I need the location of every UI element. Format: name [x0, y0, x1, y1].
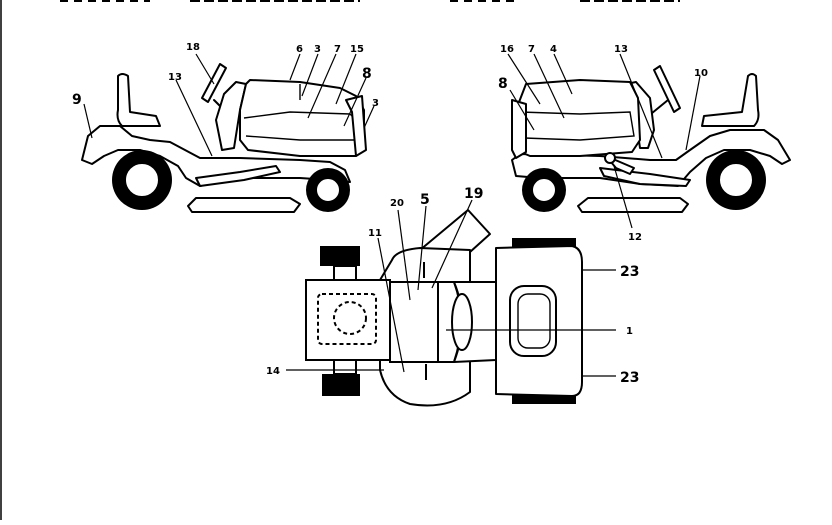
callout-3b: 3	[372, 98, 379, 109]
discharge-chute	[419, 209, 491, 253]
leader-13r	[619, 53, 663, 159]
console-top	[389, 281, 439, 363]
callout-9: 9	[72, 92, 82, 108]
callout-1: 1	[626, 326, 633, 337]
seat-circle-top	[333, 301, 367, 335]
leader-7	[307, 53, 337, 119]
mower-deck-left	[187, 197, 301, 213]
rear-axle-upper	[333, 265, 357, 281]
callout-6: 6	[296, 44, 303, 55]
grille-top	[509, 285, 557, 357]
leader-11	[377, 237, 405, 373]
leader-4	[553, 53, 573, 95]
leader-12	[613, 165, 633, 229]
leader-13	[175, 79, 213, 157]
callout-18: 18	[186, 42, 200, 53]
rear-body-top	[305, 279, 391, 361]
callout-7: 7	[334, 44, 341, 55]
leader-3b	[363, 105, 375, 129]
seat-right	[701, 73, 760, 127]
leader-8r	[509, 89, 535, 131]
callout-3: 3	[314, 44, 321, 55]
front-tire-top-upper	[512, 238, 576, 248]
callout-23b: 23	[620, 370, 639, 386]
leader-3	[301, 53, 319, 97]
running-board-right	[599, 167, 691, 187]
leader-18	[195, 53, 215, 85]
leader-7r	[533, 53, 565, 119]
pedal-knob-right	[604, 152, 616, 164]
leader-19	[431, 199, 473, 289]
left-side-view: 18 6 3 7 15 8 9 13 3	[72, 42, 379, 213]
leader-20	[397, 209, 411, 301]
callout-7r: 7	[528, 44, 535, 55]
callout-14: 14	[266, 366, 280, 377]
rear-tire-top-upper	[320, 246, 360, 266]
front-hub-right	[531, 177, 557, 203]
callout-4: 4	[550, 44, 557, 55]
mower-deck-right	[577, 197, 689, 213]
leader-16	[507, 53, 541, 105]
callout-10: 10	[694, 68, 708, 79]
callout-16: 16	[500, 44, 514, 55]
callout-23a: 23	[620, 264, 639, 280]
grille-inner-top	[517, 293, 551, 349]
seat-outline-top	[317, 293, 377, 345]
leader-15	[335, 53, 357, 105]
callout-19: 19	[464, 186, 483, 202]
top-view: 20 5 19 11 23 1 14 23	[266, 186, 639, 407]
dashboard-left	[215, 81, 247, 151]
callout-15: 15	[350, 44, 364, 55]
steering-wheel-right	[653, 65, 681, 113]
callout-8r: 8	[498, 76, 508, 92]
rear-hub-right	[718, 162, 754, 198]
seat-left	[116, 73, 161, 127]
leader-5	[417, 205, 427, 291]
front-tire-top-lower	[512, 394, 576, 404]
front-hub-left	[315, 177, 341, 203]
callout-8: 8	[362, 66, 372, 82]
callout-13r: 13	[614, 44, 628, 55]
callout-20: 20	[390, 198, 404, 209]
hood-side-panel-right	[519, 111, 635, 141]
leader-6	[289, 53, 301, 81]
callout-5: 5	[420, 192, 430, 208]
rear-tire-top-lower	[322, 374, 360, 396]
leader-10	[685, 75, 701, 151]
callout-13: 13	[168, 72, 182, 83]
rear-hub-left	[124, 162, 160, 198]
running-board-left	[195, 165, 281, 187]
hood-left	[239, 79, 365, 157]
callout-12: 12	[628, 232, 642, 243]
right-side-view: 16 7 4 13 10 8 12	[498, 44, 791, 243]
callout-11: 11	[368, 228, 382, 239]
steering-wheel-top	[451, 293, 473, 351]
grille-right	[511, 99, 527, 159]
hood-right	[515, 79, 641, 157]
leader-8	[343, 77, 367, 127]
leader-9	[83, 103, 93, 139]
